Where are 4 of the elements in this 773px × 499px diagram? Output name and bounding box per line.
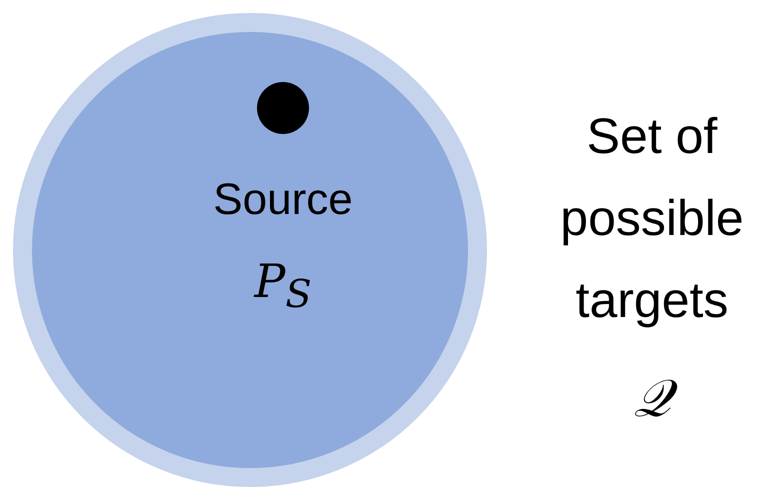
source-symbol: P$_{S}$: [252, 255, 313, 318]
source-label: Source: [212, 175, 354, 226]
set-label: Set of possible targets: [559, 107, 745, 330]
set-symbol: 𝒬: [542, 370, 762, 430]
